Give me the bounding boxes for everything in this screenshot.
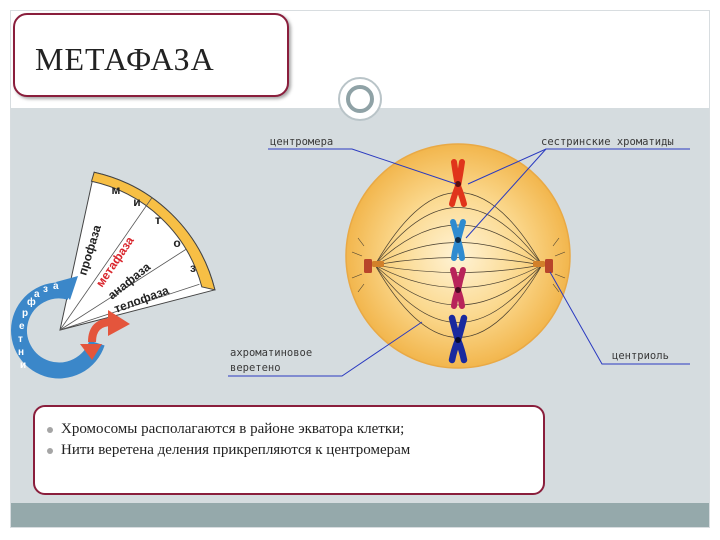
label-centriole: центриоль bbox=[612, 350, 669, 362]
ring-ornament-icon bbox=[338, 77, 382, 121]
mitosis-letter: м bbox=[112, 183, 121, 197]
label-spindle-line1: ахроматиновое bbox=[230, 347, 312, 359]
bullet-list: Хромосомы располагаются в районе экватор… bbox=[35, 407, 543, 461]
bullet-box: Хромосомы располагаются в районе экватор… bbox=[33, 405, 545, 495]
interphase-letter: т bbox=[18, 334, 23, 345]
chromosome-magenta bbox=[450, 267, 466, 309]
mitosis-letter: з bbox=[190, 261, 196, 275]
interphase-arc: и н т е р ф а з а bbox=[11, 276, 105, 379]
interphase-letter: а bbox=[53, 281, 59, 292]
interphase-letter: а bbox=[34, 289, 40, 300]
centriole-right bbox=[533, 259, 553, 273]
slide-title: МЕТАФАЗА bbox=[35, 41, 215, 77]
label-centromere: центромера bbox=[270, 136, 333, 148]
bullet-item: Нити веретена деления прикрепляются к це… bbox=[47, 440, 543, 461]
interphase-letter: н bbox=[18, 347, 24, 358]
leader-lines bbox=[228, 148, 690, 377]
label-sister-chromatids: сестринские хроматиды bbox=[541, 136, 674, 148]
interphase-letter: з bbox=[43, 284, 48, 295]
centriole-left bbox=[364, 259, 384, 273]
interphase-letter: и bbox=[20, 360, 26, 371]
mitosis-letter: т bbox=[155, 213, 161, 227]
interphase-letter: р bbox=[22, 308, 28, 319]
chromosome-blue bbox=[450, 219, 466, 261]
bullet-item: Хромосомы располагаются в районе экватор… bbox=[47, 419, 543, 440]
mitosis-letter: и bbox=[133, 195, 140, 209]
mitosis-letter: о bbox=[173, 236, 180, 250]
label-spindle-line2: веретено bbox=[230, 362, 281, 374]
chromosome-navy bbox=[448, 314, 468, 364]
interphase-letter: ф bbox=[27, 296, 36, 308]
mitosis-wheel: м и т о з профаза метафаза анафаза телоф… bbox=[59, 171, 216, 331]
interphase-letter: е bbox=[19, 321, 25, 332]
red-cycle-arrow-icon bbox=[80, 310, 130, 360]
title-box: МЕТАФАЗА bbox=[13, 13, 289, 97]
mitosis-outer-letters: м и т о з bbox=[112, 183, 196, 275]
slide-frame bbox=[10, 10, 710, 528]
centriole-rays bbox=[351, 237, 566, 293]
cell bbox=[345, 143, 571, 369]
chromosome-red bbox=[449, 159, 467, 207]
bottom-bar bbox=[11, 503, 709, 527]
